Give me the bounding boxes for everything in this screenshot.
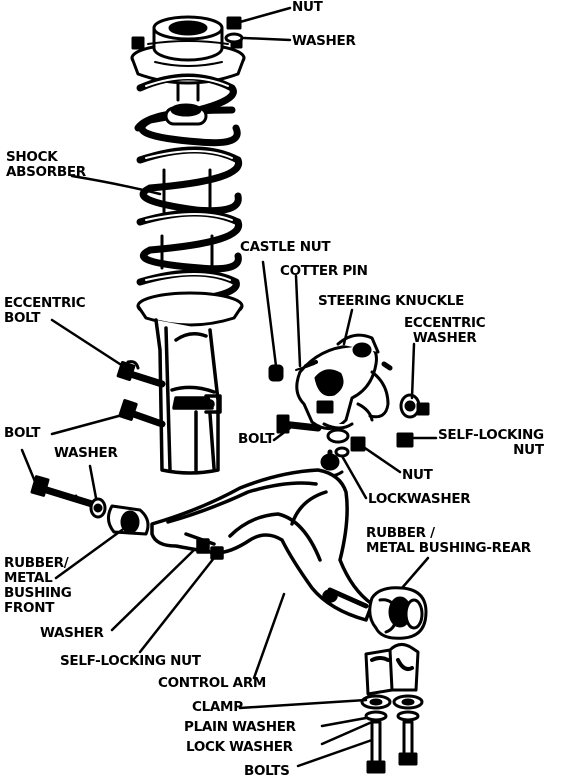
label-nut-knuckle: NUT: [402, 467, 433, 483]
label-plain-washer: PLAIN WASHER: [184, 719, 296, 735]
label-self-locking-nut-bottom: SELF-LOCKING NUT: [60, 653, 201, 669]
lower-spring-seat: [136, 291, 244, 327]
label-control-arm: CONTROL ARM: [158, 675, 267, 691]
strut-top-mount: [130, 15, 246, 85]
label-bolt-knuckle: BOLT: [238, 431, 275, 447]
label-steering-knuckle: STEERING KNUCKLE: [318, 293, 464, 309]
rear-bushing: [368, 586, 428, 640]
steering-knuckle: [295, 333, 393, 444]
washers-bottom: [360, 694, 424, 722]
label-shock-absorber: SHOCK ABSORBER: [6, 149, 86, 180]
self-locking-nut-right: [396, 432, 414, 448]
eccentric-bolt: [116, 360, 166, 388]
label-clamp: CLAMP: [192, 699, 243, 715]
label-washer-bottom: WASHER: [40, 625, 104, 641]
knuckle-nut: [334, 436, 366, 458]
label-washer-left: WASHER: [54, 445, 118, 461]
front-bushing: [107, 504, 150, 536]
clamp: [364, 643, 420, 696]
label-self-locking-nut-right: SELF-LOCKING NUT: [438, 427, 544, 458]
castle-nut: [268, 360, 318, 382]
bolts-bottom: [366, 720, 418, 774]
label-rubber-bushing-rear: RUBBER / METAL BUSHING-REAR: [366, 525, 531, 556]
label-eccentric-bolt: ECCENTRIC BOLT: [4, 295, 86, 326]
top-nut-washer: [224, 16, 244, 44]
label-bolt-left: BOLT: [4, 425, 41, 441]
label-washer-top: WASHER: [292, 33, 356, 49]
strut-bolt: [118, 399, 166, 428]
label-lock-washer: LOCK WASHER: [186, 739, 293, 755]
label-bolts: BOLTS: [244, 763, 290, 779]
leader-lines: [20, 6, 438, 768]
label-lockwasher: LOCKWASHER: [368, 491, 471, 507]
label-nut-top: NUT: [292, 0, 323, 15]
control-arm: [150, 468, 374, 622]
label-cotter-pin: COTTER PIN: [280, 263, 368, 279]
label-eccentric-washer: ECCENTRIC WASHER: [404, 315, 486, 346]
label-rubber-bushing-front: RUBBER/ METAL BUSHING FRONT: [4, 555, 72, 616]
shock-body: [160, 82, 214, 270]
label-castle-nut: CASTLE NUT: [240, 239, 331, 255]
eccentric-washer: [399, 393, 430, 419]
strut-tube: [154, 318, 222, 475]
